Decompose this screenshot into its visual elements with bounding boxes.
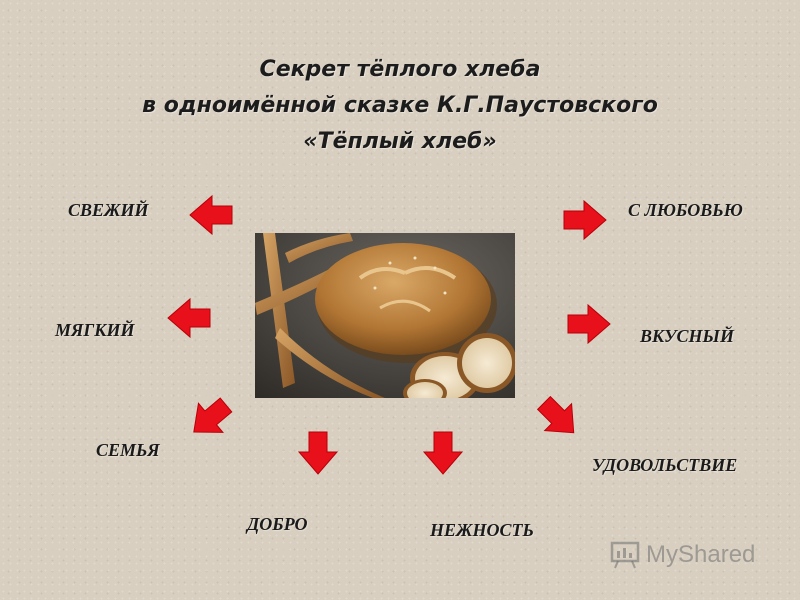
title-line-2: в одноимённой сказке К.Г.Паустовского — [142, 93, 658, 118]
word-udovolstvie: УДОВОЛЬСТВИЕ — [592, 455, 738, 475]
arrow-svezhiy — [189, 195, 233, 235]
word-semya: СЕМЬЯ — [96, 440, 160, 460]
arrow-s-lyubovyu — [563, 200, 607, 240]
myshared-watermark: MyShared — [610, 540, 755, 570]
presentation-board-icon — [610, 541, 640, 569]
watermark-text: MyShared — [646, 541, 756, 568]
arrow-myagkiy — [167, 298, 211, 338]
word-nezhnost: НЕЖНОСТЬ — [430, 520, 534, 540]
word-myagkiy: МЯГКИЙ — [55, 320, 135, 340]
word-s-lyubovyu: С ЛЮБОВЬЮ — [628, 200, 743, 220]
arrow-nezhnost — [423, 431, 463, 475]
title-line-1: Секрет тёплого хлеба — [259, 57, 541, 82]
word-vkusnyy: ВКУСНЫЙ — [640, 326, 734, 346]
bread-photo — [255, 233, 515, 398]
word-dobro: ДОБРО — [247, 514, 308, 534]
title-line-3: «Тёплый хлеб» — [303, 129, 497, 154]
arrow-udovolstvie — [530, 389, 588, 447]
arrow-semya — [181, 389, 239, 448]
arrow-dobro — [298, 431, 338, 475]
arrow-vkusnyy — [567, 304, 611, 344]
word-svezhiy: СВЕЖИЙ — [68, 200, 149, 220]
